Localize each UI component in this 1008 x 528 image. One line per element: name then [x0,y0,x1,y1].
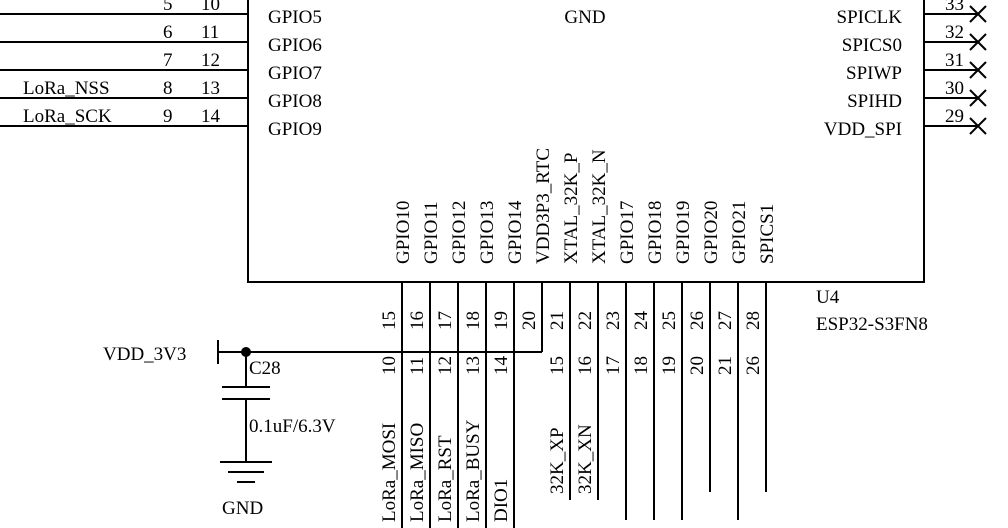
capacitor-value: 0.1uF/6.3V [249,416,336,437]
bottom-pin-group: GPIO10 GPIO11 GPIO12 GPIO13 GPIO14 VDD3P… [379,148,778,528]
bottom-net-number: 16 [575,356,596,375]
bottom-net-number: 15 [547,356,568,375]
left-pin-name: GPIO7 [268,63,322,84]
bottom-pin-number: 17 [435,311,456,330]
bottom-pin-number: 23 [603,311,624,330]
net-label-32k-xn: 32K_XN [575,424,596,494]
no-connect-icon [969,89,987,107]
right-pin-name: SPIHD [847,91,902,112]
right-pin-number: 32 [945,22,964,43]
chip-center-label: GND [564,7,605,28]
bottom-pin-number: 24 [631,311,652,331]
bottom-pin-number: 22 [575,311,596,330]
capacitor-ref: C28 [249,358,281,379]
left-pin-outer-number: 5 [163,0,173,15]
bottom-pin-number: 27 [715,311,736,330]
bottom-net-number: 19 [659,356,680,375]
bottom-net-number: 26 [743,356,764,375]
left-pin-inner-number: 10 [201,0,220,15]
right-pin-number: 29 [945,106,964,127]
chip-ref-label: U4 [816,287,840,308]
left-pin-outer-number: 8 [163,78,173,99]
bottom-pin-number: 25 [659,311,680,330]
net-label-lora-sck: LoRa_SCK [23,106,112,127]
bottom-pin-name: GPIO12 [449,201,470,264]
bottom-net-number: 12 [435,356,456,375]
bottom-pin-name: GPIO18 [645,201,666,264]
power-rail-label: VDD_3V3 [103,344,186,365]
bottom-pin-number: 18 [463,311,484,330]
bottom-pin-number: 20 [519,311,540,330]
bottom-pin-name: SPICS1 [757,204,778,264]
right-pin-name: SPICLK [837,7,903,28]
bottom-pin-number: 21 [547,311,568,330]
bottom-net-number: 13 [463,356,484,375]
bottom-pin-name: GPIO20 [701,201,722,264]
left-pin-name: GPIO6 [268,35,322,56]
left-pin-outer-number: 7 [163,50,173,71]
left-pin-inner-number: 12 [201,50,220,71]
bottom-net-number: 11 [407,357,428,375]
bottom-net-number: 10 [379,356,400,375]
bottom-pin-name: XTAL_32K_P [561,153,582,264]
bottom-pin-number: 19 [491,311,512,330]
bottom-pin-name: GPIO21 [729,201,750,264]
bottom-pin-name: GPIO17 [617,201,638,264]
chip-part-label: ESP32-S3FN8 [816,314,928,335]
ground-icon [220,461,272,483]
bottom-pin-name: GPIO10 [393,201,414,264]
net-label-dio1: DIO1 [491,479,512,522]
bottom-net-number: 14 [491,356,512,376]
left-pin-outer-number: 6 [163,22,173,43]
no-connect-icon [969,117,987,135]
right-pin-number: 31 [945,50,964,71]
power-decoupling-group: VDD_3V3 C28 0.1uF/6.3V GND [103,340,542,519]
bottom-pin-number: 28 [743,311,764,330]
net-label-32k-xp: 32K_XP [547,427,568,494]
net-label-lora-rst: LoRa_RST [435,435,456,522]
bottom-net-number: 21 [715,356,736,375]
bottom-pin-name: VDD3P3_RTC [533,148,554,264]
left-pin-outer-number: 9 [163,106,173,127]
left-pin-inner-number: 14 [201,106,221,127]
ground-label: GND [222,498,263,519]
bottom-pin-name: GPIO13 [477,201,498,264]
left-pin-name: GPIO9 [268,119,322,140]
right-pin-name: VDD_SPI [824,119,902,140]
right-pin-number: 30 [945,78,964,99]
no-connect-icon [969,33,987,51]
net-label-lora-busy: LoRa_BUSY [463,419,484,522]
no-connect-icon [969,61,987,79]
left-pin-group: GPIO5 GPIO6 GPIO7 GPIO8 GPIO9 10 11 12 1… [0,0,322,140]
bottom-pin-number: 26 [687,311,708,330]
right-pin-number: 33 [945,0,964,15]
bottom-pin-number: 16 [407,311,428,330]
right-pin-group: SPICLK SPICS0 SPIWP SPIHD VDD_SPI 33 32 … [824,0,987,140]
right-pin-name: SPICS0 [842,35,902,56]
left-pin-inner-number: 13 [201,78,220,99]
bottom-pin-name: GPIO11 [421,201,442,264]
bottom-net-number: 18 [631,356,652,375]
bottom-pin-name: XTAL_32K_N [589,149,610,264]
no-connect-icon [969,5,987,23]
net-label-lora-nss: LoRa_NSS [23,78,110,99]
net-label-lora-miso: LoRa_MISO [407,423,428,522]
net-label-lora-mosi: LoRa_MOSI [379,423,400,522]
bottom-pin-name: GPIO19 [673,201,694,264]
left-pin-inner-number: 11 [201,22,219,43]
right-pin-name: SPIWP [846,63,902,84]
left-pin-name: GPIO5 [268,7,322,28]
left-pin-name: GPIO8 [268,91,322,112]
bottom-pin-name: GPIO14 [505,200,526,264]
bottom-net-number: 17 [603,356,624,375]
bottom-pin-number: 15 [379,311,400,330]
bottom-net-number: 20 [687,356,708,375]
chip-body-outline [247,0,925,283]
